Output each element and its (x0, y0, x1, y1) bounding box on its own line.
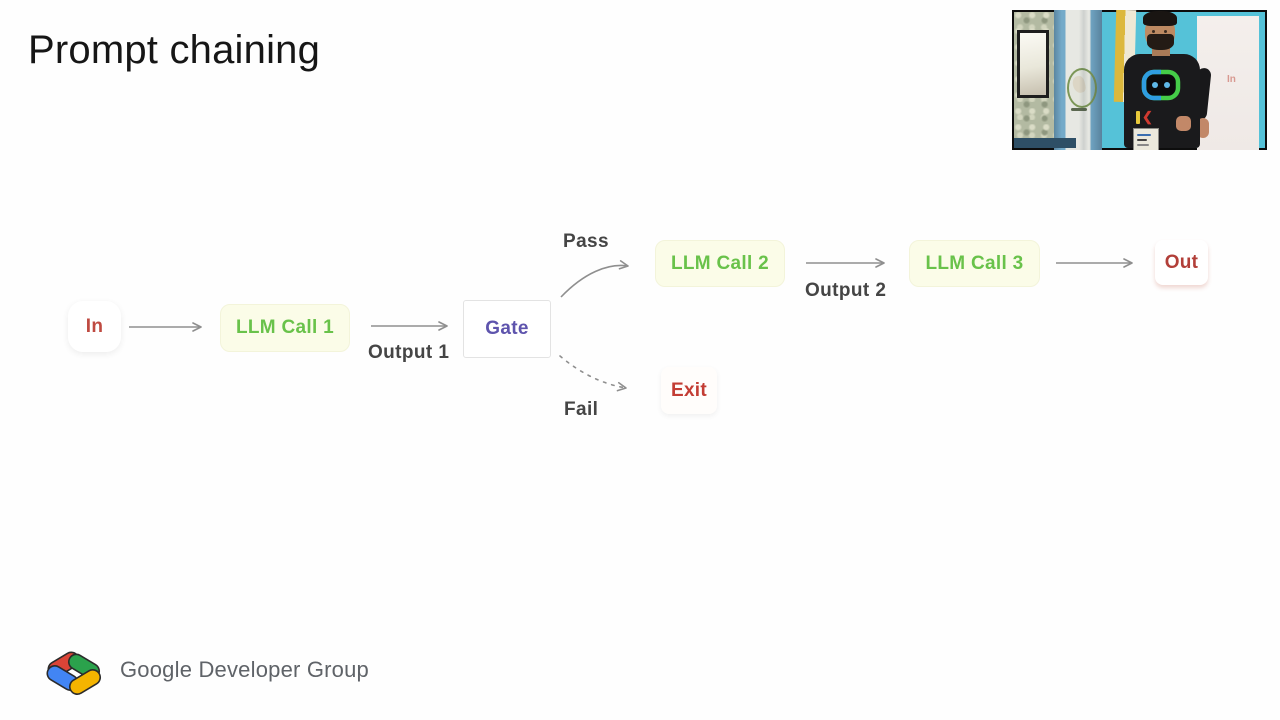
presenter-beard (1147, 34, 1174, 50)
edge-label-output2: Output 2 (805, 280, 887, 301)
conference-badge (1133, 128, 1159, 150)
node-out: Out (1155, 240, 1208, 285)
window-frame (1017, 30, 1049, 98)
presenter-neck (1152, 46, 1170, 56)
node-exit: Exit (661, 367, 717, 414)
node-llm-call-3: LLM Call 3 (909, 240, 1040, 287)
arrow-gate-exit (559, 355, 627, 392)
edge-label-pass: Pass (563, 231, 609, 252)
tshirt-red-chevron: ❮ (1142, 109, 1153, 124)
presenter-hair (1143, 11, 1177, 26)
footer-brand: Google Developer Group (40, 644, 369, 696)
arrow-gate-llm2 (560, 260, 629, 298)
presenter-video: In ❮ (1012, 10, 1267, 150)
tshirt-yellow-mark (1136, 111, 1140, 124)
edge-label-output1: Output 1 (368, 342, 450, 363)
presenter-eye (1164, 30, 1167, 33)
presenter-left-hand (1176, 116, 1191, 131)
projected-slide-text: In (1227, 74, 1236, 85)
presenter-right-hand (1197, 118, 1209, 138)
node-in: In (68, 301, 121, 352)
node-gate: Gate (463, 300, 551, 358)
edge-label-fail: Fail (564, 399, 599, 420)
stage-rail (1014, 138, 1076, 148)
presenter-eye (1152, 30, 1155, 33)
guatemala-flag (1054, 10, 1102, 150)
gdg-logo-icon (46, 651, 102, 695)
flag-scroll (1071, 108, 1087, 111)
footer-brand-text: Google Developer Group (120, 657, 369, 682)
node-llm-call-2: LLM Call 2 (655, 240, 785, 287)
flag-shading (1054, 10, 1102, 150)
robot-tshirt-logo (1141, 69, 1181, 101)
node-llm-call-1: LLM Call 1 (220, 304, 350, 352)
slide-title: Prompt chaining (28, 28, 321, 72)
